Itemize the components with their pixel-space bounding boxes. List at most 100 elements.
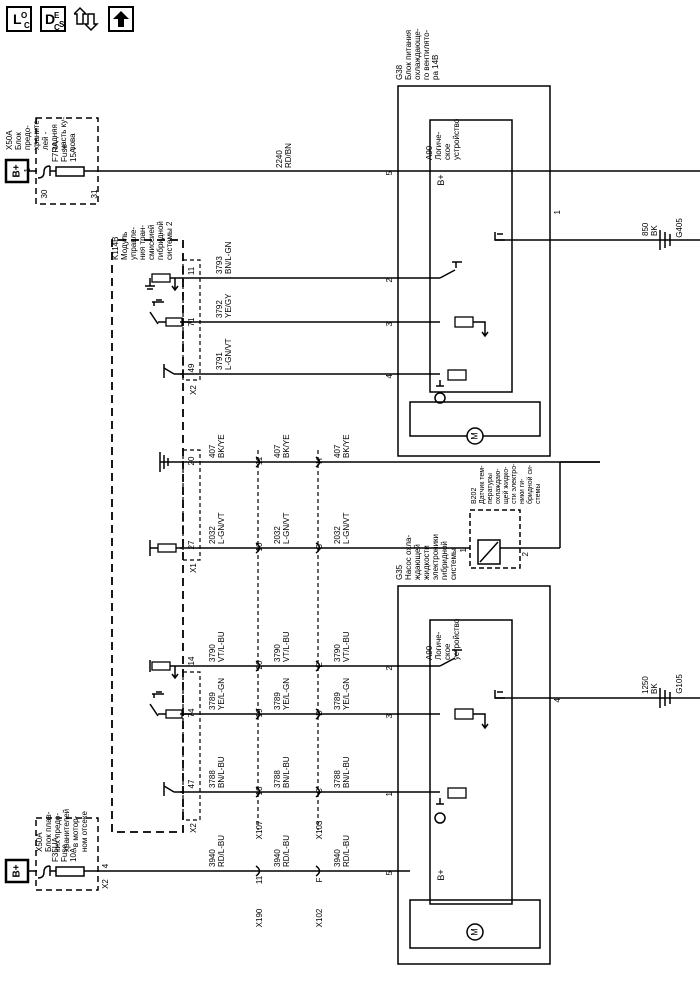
motor-icon bbox=[466, 923, 484, 941]
wire-number: 3940 bbox=[273, 849, 282, 867]
wire-color: YE/GY bbox=[224, 293, 233, 318]
wire-number: 407 bbox=[208, 444, 217, 458]
pin-label: 1 bbox=[23, 167, 32, 172]
label-line: A90 bbox=[425, 145, 434, 160]
pin-label: C bbox=[315, 788, 324, 794]
connector-cup-mark bbox=[315, 865, 321, 877]
label-line: охлаждающе- bbox=[413, 28, 422, 80]
pin-label: E bbox=[315, 662, 324, 667]
ground-label: G105 bbox=[675, 674, 684, 694]
label-line: ра 14В bbox=[431, 55, 440, 80]
wire-number: 850 bbox=[641, 222, 650, 236]
label-line: X50A bbox=[35, 832, 44, 852]
wire-number: 3788 bbox=[273, 770, 282, 788]
module-outline bbox=[111, 239, 184, 833]
label-line: F35UA bbox=[51, 836, 60, 862]
wire-color: VT/L-BU bbox=[282, 631, 291, 662]
pin-label: 4 bbox=[101, 863, 110, 868]
wrench-arrows-icon bbox=[72, 6, 99, 32]
svg-text:M: M bbox=[469, 432, 479, 440]
label-line: ждающей bbox=[413, 544, 422, 580]
pin-label: 2 bbox=[385, 665, 394, 670]
g38-outline bbox=[397, 85, 551, 457]
loc-letter: L bbox=[13, 11, 22, 27]
wire-color: L-GN/VT bbox=[342, 512, 351, 544]
battery-label-bottom: B+ bbox=[12, 864, 23, 877]
wire-number: 3790 bbox=[333, 644, 342, 662]
connector-cup-mark bbox=[255, 865, 261, 877]
pin-label: D bbox=[315, 710, 324, 716]
wire-number: 2032 bbox=[333, 526, 342, 544]
label-line: гибридной bbox=[440, 541, 449, 580]
svg-text:M: M bbox=[469, 928, 479, 936]
wire-color: BK/YE bbox=[342, 434, 351, 458]
wire-number: 3793 bbox=[215, 256, 224, 274]
label-line: ния тран- bbox=[138, 225, 147, 260]
pin-label: 5 bbox=[385, 870, 394, 875]
label-line: F7RA bbox=[51, 141, 60, 162]
wire-color: YE/L-GN bbox=[282, 678, 291, 710]
wire-color: BK bbox=[650, 683, 659, 694]
fault-tools-button[interactable] bbox=[72, 6, 100, 32]
label-line: электроники bbox=[431, 534, 440, 580]
label-line: Fuse bbox=[60, 144, 69, 162]
desc-sub2: S bbox=[59, 20, 65, 29]
motor-icon bbox=[466, 427, 484, 445]
connector-name: X107 bbox=[255, 820, 264, 839]
pin-label: 3 bbox=[385, 321, 394, 326]
bplus-label: B+ bbox=[436, 869, 446, 880]
label-line: Блок bbox=[14, 132, 23, 150]
label-line: - в мотор- bbox=[71, 815, 80, 852]
label-line: гибридной bbox=[156, 221, 165, 260]
location-view-button[interactable]: L O C bbox=[6, 6, 32, 32]
label-line: Логиче- bbox=[434, 131, 443, 160]
wire-number: 3789 bbox=[273, 692, 282, 710]
connector-name: X190 bbox=[255, 908, 264, 927]
wire-number: 407 bbox=[333, 444, 342, 458]
ground-g105: G105 bbox=[659, 674, 684, 708]
description-view-button[interactable]: D E S C bbox=[40, 6, 66, 32]
wire-color: RD/BN bbox=[284, 143, 293, 168]
connector-label: X2 bbox=[101, 879, 110, 889]
fuse-f7ra-symbol bbox=[55, 166, 85, 177]
wire-color: YE/L-GN bbox=[217, 678, 226, 710]
pin-label: 2 bbox=[385, 277, 394, 282]
wire-number: 3788 bbox=[333, 770, 342, 788]
label-line: храните- bbox=[32, 117, 41, 150]
label-line: смиссией bbox=[147, 225, 156, 260]
desc-sub1: E bbox=[54, 11, 60, 20]
label-line: ское bbox=[443, 643, 452, 660]
connector-name: X102 bbox=[315, 908, 324, 927]
label-line: лей - bbox=[41, 131, 50, 150]
label-line: Модуль bbox=[120, 232, 129, 260]
pin-label: 5 bbox=[385, 170, 394, 175]
wire-color: BN/L-BU bbox=[217, 756, 226, 788]
wire-number: 3790 bbox=[273, 644, 282, 662]
label-line: G38 bbox=[395, 64, 404, 80]
wire-color: BN/L-BU bbox=[282, 756, 291, 788]
wire-color: BK bbox=[650, 225, 659, 236]
wire-color: RD/L-BU bbox=[282, 835, 291, 867]
label-line: 15A bbox=[69, 147, 78, 162]
b202-outline bbox=[469, 509, 521, 569]
pin-label: 20 bbox=[255, 660, 264, 669]
pin-label: 11 bbox=[255, 875, 264, 884]
label-line: стемы bbox=[535, 484, 542, 504]
page-up-button[interactable] bbox=[108, 6, 134, 32]
label-line: щей жидко- bbox=[502, 466, 510, 504]
label-line: Насос охла- bbox=[404, 535, 413, 580]
wire-number: 407 bbox=[273, 444, 282, 458]
wire-color: BN/L-BU bbox=[342, 756, 351, 788]
connector-label: X2 bbox=[189, 385, 198, 395]
inline-connector-marks bbox=[255, 456, 321, 877]
ground-label: G405 bbox=[675, 218, 684, 238]
pin-label: 4 bbox=[553, 697, 562, 702]
pin-label: F bbox=[315, 877, 324, 882]
wire-number: 3789 bbox=[333, 692, 342, 710]
